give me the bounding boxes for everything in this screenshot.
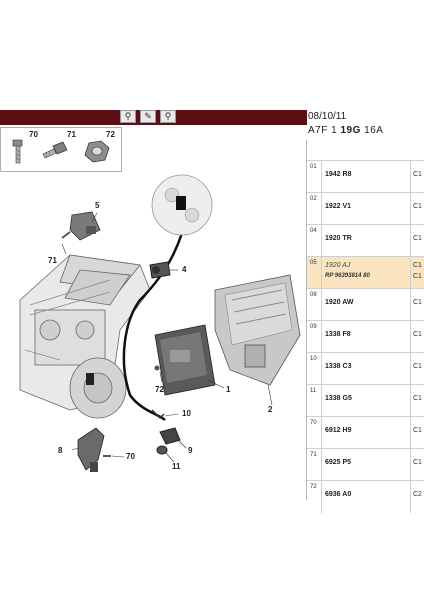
row-index: 11 (310, 388, 317, 394)
parts-list: 01 1942 R8 C1 02 1922 V1 C1 04 1920 TR C… (306, 140, 424, 513)
model-code-prefix: A7F 1 (308, 125, 338, 136)
block-sensor-icon (86, 373, 94, 385)
callout-9: 9 (188, 446, 193, 455)
row-index: 71 (310, 452, 317, 458)
callout-1: 1 (226, 385, 231, 394)
header-date: 08/10/11 (308, 111, 347, 122)
bolt-71-diagram-icon (61, 231, 71, 239)
row-index: 02 (310, 196, 317, 202)
fasteners-drawing (12, 139, 110, 164)
callout-4: 4 (182, 265, 187, 274)
part-qty: C1 (413, 235, 422, 242)
part-reference: 1922 V1 (325, 203, 352, 210)
part-reference: 6936 A0 (325, 491, 352, 498)
parts-row-selected[interactable]: 05 1920 AJ RP 96393814 80 C1 C1 (307, 256, 424, 289)
row-index: 08 (310, 292, 317, 298)
part-reference: 1338 G5 (325, 395, 352, 402)
callout-2: 2 (268, 405, 273, 414)
model-code: A7F 1 19G 16A (308, 125, 383, 136)
pen-icon[interactable]: ✎ (140, 110, 156, 123)
part-qty: C1 (413, 171, 422, 178)
sensor-8-icon (77, 427, 105, 471)
part-qty: C1 (413, 262, 422, 269)
row-index: 70 (310, 420, 317, 426)
part-reference: 6912 H9 (325, 427, 352, 434)
row-index: 05 (310, 260, 317, 266)
part-reference: 1920 AJ (325, 262, 351, 269)
bolt-71-icon (42, 141, 68, 159)
callout-5: 5 (95, 201, 100, 210)
parts-row[interactable]: 04 1920 TR C1 (307, 224, 424, 257)
callout-72: 72 (106, 130, 115, 139)
row-index: 04 (310, 228, 317, 234)
part-qty: C1 (413, 331, 422, 338)
part-qty: C2 (413, 491, 422, 498)
wire-harness-icon (122, 209, 190, 421)
zoom-icon[interactable]: ⚲ (120, 110, 136, 123)
parts-row[interactable]: 71 6925 P5 C1 (307, 448, 424, 481)
nut-72-icon (84, 140, 110, 163)
part-reference: 1920 TR (325, 235, 352, 242)
parts-row[interactable]: 08 1920 AW C1 (307, 288, 424, 321)
part-reference: 6925 P5 (325, 459, 352, 466)
connector-11-icon (156, 445, 168, 455)
callout-70: 70 (29, 130, 38, 139)
part-rp-number: RP 96393814 80 (325, 273, 370, 279)
part-reference: 1920 AW (325, 299, 354, 306)
part-reference: 1942 R8 (325, 171, 352, 178)
model-code-suffix: 16A (364, 125, 384, 136)
zoom-plus-icon[interactable]: ⚲ (160, 110, 176, 123)
parts-row[interactable]: 01 1942 R8 C1 (307, 160, 424, 193)
parts-row[interactable]: 11 1338 G5 C1 (307, 384, 424, 417)
part-qty: C1 (413, 363, 422, 370)
clip-10-icon (151, 409, 165, 420)
part-qty: C1 (413, 203, 422, 210)
bolt-72-diagram-icon (154, 365, 160, 371)
row-index: 10 (310, 356, 317, 362)
callout-8: 8 (58, 446, 63, 455)
part-qty: C1 (413, 459, 422, 466)
knock-sensor-icon (176, 196, 186, 210)
callout-72b: 72 (155, 385, 164, 394)
connector-9-icon (159, 427, 181, 445)
callout-11: 11 (172, 462, 181, 471)
model-code-bold: 19G (340, 125, 361, 136)
row-index: 72 (310, 484, 317, 490)
part-qty: C1 (413, 427, 422, 434)
callout-71: 71 (67, 130, 76, 139)
callout-10: 10 (182, 409, 191, 418)
part-qty: C1 (413, 299, 422, 306)
parts-row[interactable]: 70 6912 H9 C1 (307, 416, 424, 449)
part-qty: C1 (413, 395, 422, 402)
exploded-diagram (19, 174, 301, 472)
callout-71b: 71 (48, 256, 57, 265)
parts-row[interactable]: 09 1338 F8 C1 (307, 320, 424, 353)
part-qty-2: C1 (413, 273, 422, 280)
row-index: 01 (310, 164, 317, 170)
engine-block-drawing (19, 254, 151, 419)
parts-row[interactable]: 02 1922 V1 C1 (307, 192, 424, 225)
toolbar: ⚲ ✎ ⚲ (120, 110, 176, 123)
parts-row[interactable]: 10 1338 C3 C1 (307, 352, 424, 385)
parts-row[interactable]: 72 6936 A0 C2 (307, 480, 424, 513)
fasteners-box: 70 71 72 (0, 127, 122, 172)
callout-70b: 70 (126, 452, 135, 461)
row-index: 09 (310, 324, 317, 330)
part-reference: 1338 F8 (325, 331, 351, 338)
bolt-70-icon (12, 139, 23, 164)
part-reference: 1338 C3 (325, 363, 352, 370)
